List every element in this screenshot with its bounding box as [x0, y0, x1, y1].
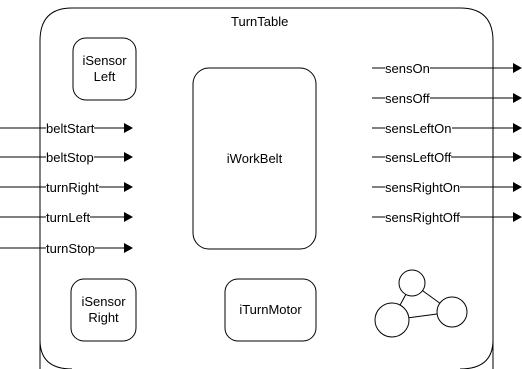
output-port-arrowheads — [513, 63, 522, 222]
output-port-sens-off: sensOff — [385, 91, 430, 106]
sensor-right-block — [70, 278, 137, 342]
work-belt-label: iWorkBelt — [226, 150, 283, 166]
input-port-turn-left: turnLeft — [46, 210, 91, 225]
turn-motor-block — [224, 278, 317, 342]
turntable-block — [39, 7, 494, 369]
output-port-sens-left-on: sensLeftOn — [385, 121, 452, 136]
input-port-belt-start: beltStart — [46, 121, 95, 136]
statechart-icon — [374, 269, 468, 338]
output-port-sens-on: sensOn — [385, 61, 430, 76]
output-port-sens-left-off: sensLeftOff — [385, 150, 452, 165]
input-port-belt-stop: beltStop — [46, 150, 94, 165]
input-port-turn-stop: turnStop — [46, 241, 96, 256]
input-port-turn-right: turnRight — [46, 180, 99, 195]
work-belt-block — [192, 67, 317, 250]
turntable-title: TurnTable — [231, 14, 289, 29]
output-port-sens-right-off: sensRightOff — [385, 210, 460, 225]
output-port-sens-right-on: sensRightOn — [385, 180, 461, 195]
turn-motor-label: iTurnMotor — [239, 302, 302, 317]
input-port-arrowheads — [124, 123, 133, 253]
sensor-left-block — [72, 37, 137, 101]
